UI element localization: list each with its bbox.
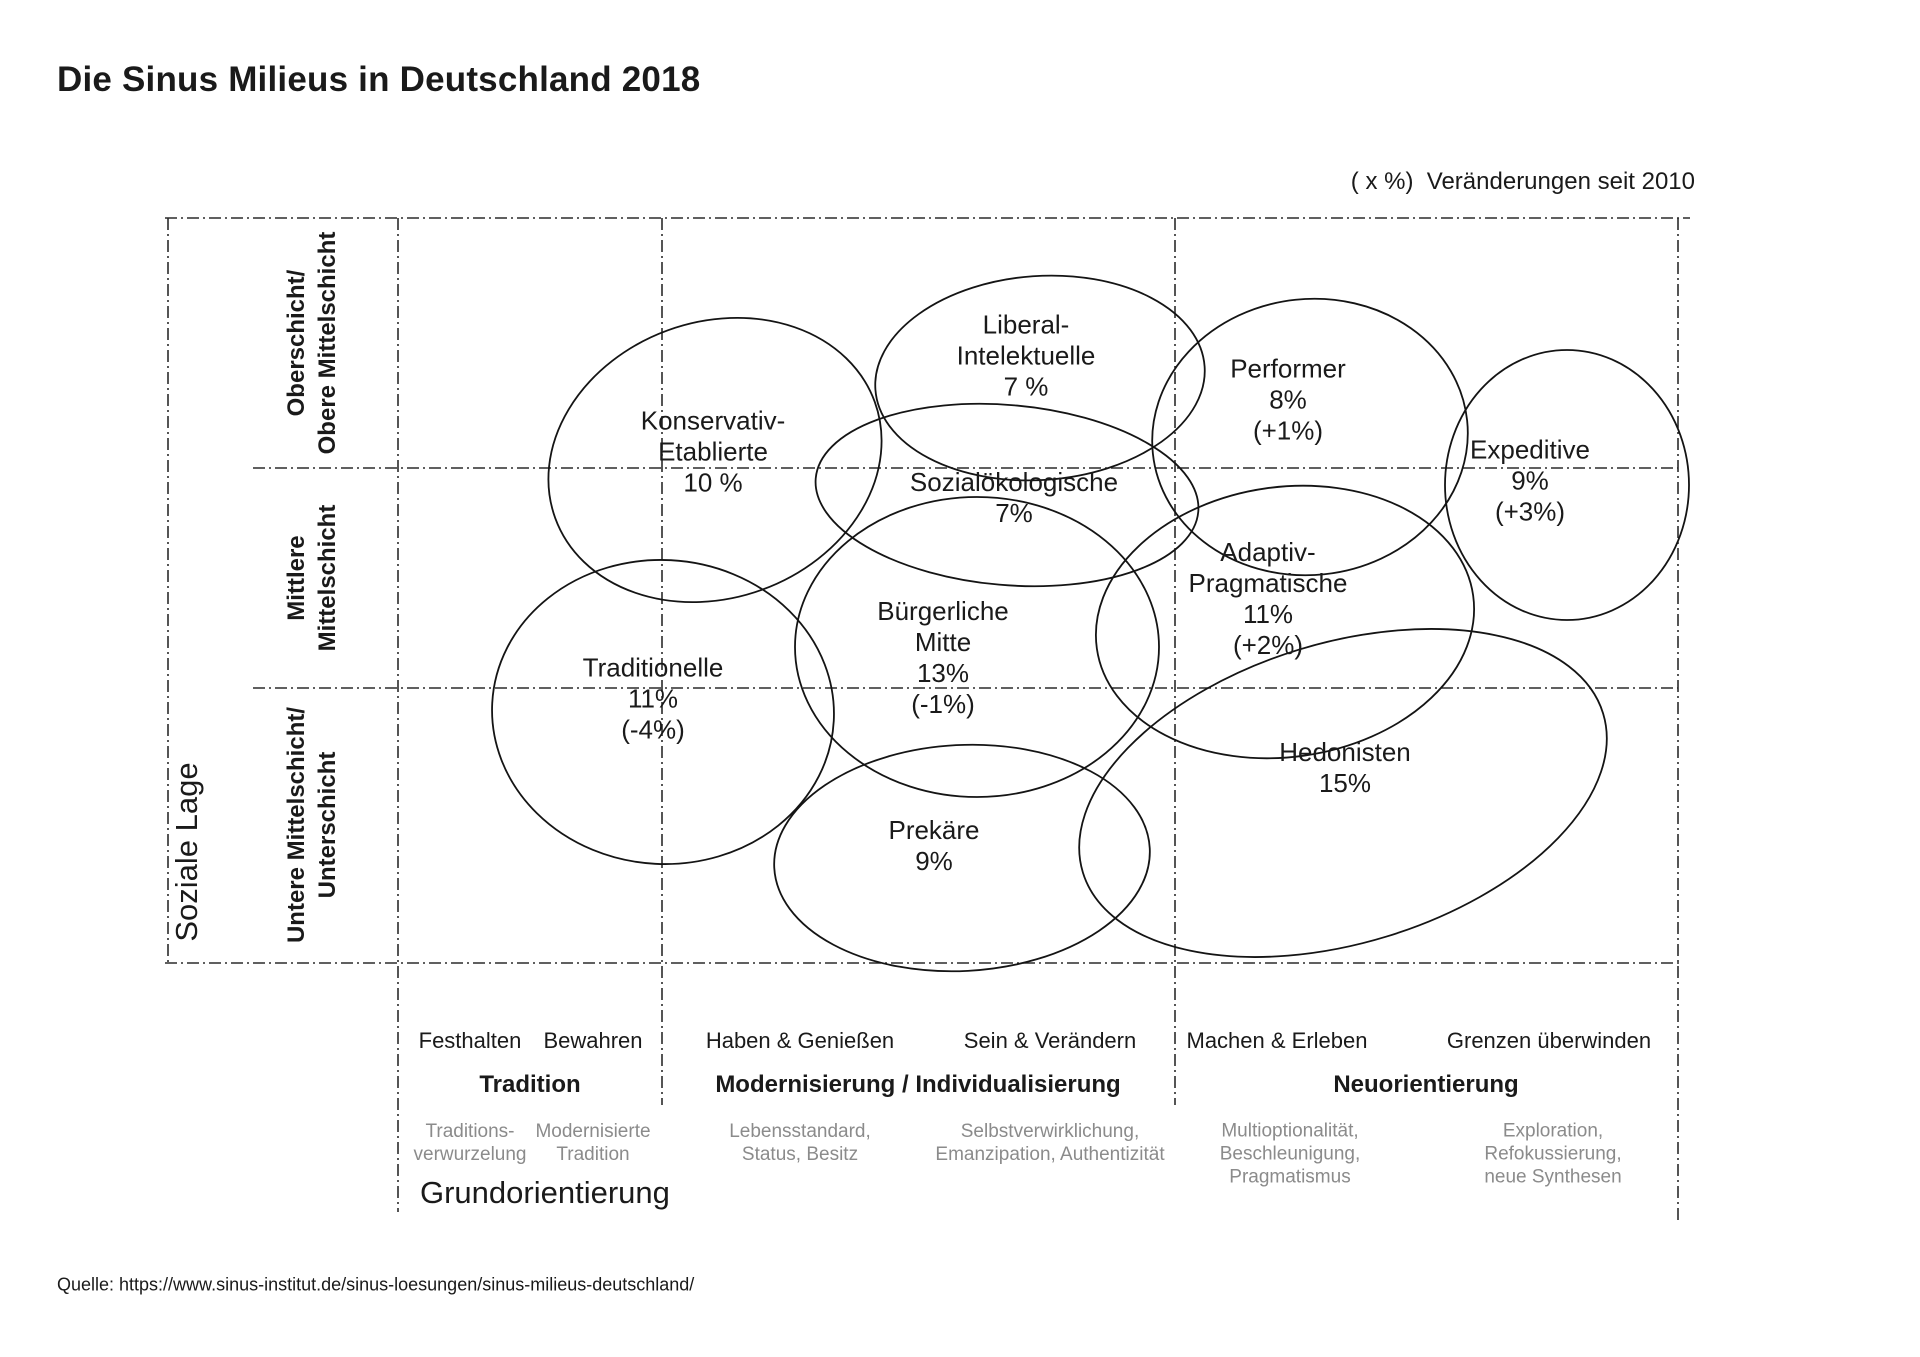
milieu-change: (+2%) [1232, 630, 1304, 660]
milieu-ellipse-expeditive [1444, 349, 1690, 621]
x-axis-descriptor-lebensstandard: Lebensstandard, Status, Besitz [729, 1121, 871, 1165]
page-title: Die Sinus Milieus in Deutschland 2018 [57, 60, 701, 99]
x-axis-value-bewahren: Bewahren [543, 1028, 643, 1053]
x-axis-descriptor-exploration: Exploration, Refokussierung, neue Synthe… [1484, 1120, 1622, 1188]
milieu-name: Liberal- Intelektuelle [956, 309, 1096, 371]
milieu-label-liberal-intelektuelle: Liberal- Intelektuelle 7 % [957, 310, 1096, 403]
x-axis-value-festhalten: Festhalten [418, 1028, 522, 1053]
milieu-ellipse-sozialoekologische [814, 402, 1200, 588]
x-axis-value-haben-geniessen: Haben & Genießen [705, 1028, 895, 1053]
milieu-name: Bürgerliche Mitte [877, 596, 1009, 657]
milieu-name: Sozialökologische [909, 467, 1119, 497]
milieu-label-adaptiv-pragmatische: Adaptiv- Pragmatische 11% (+2%) [1189, 537, 1348, 661]
legend-note: ( x %) Veränderungen seit 2010 [1350, 168, 1695, 195]
x-axis-label: Grundorientierung [420, 1175, 670, 1210]
milieu-label-expeditive: Expeditive 9% (+3%) [1470, 435, 1590, 528]
x-axis-value-sein-veraendern: Sein & Verändern [963, 1028, 1137, 1053]
milieu-name: Expeditive [1470, 434, 1590, 465]
milieu-share: 9% [1511, 465, 1549, 496]
source-line: Quelle: https://www.sinus-institut.de/si… [57, 1274, 695, 1295]
milieu-share: 10 % [683, 467, 743, 498]
milieu-name: Prekäre [888, 815, 980, 845]
milieu-ellipse-prekaere [773, 743, 1151, 973]
x-axis-descriptor-traditionsverwurzelung: Traditions- verwurzelung [413, 1121, 527, 1165]
x-axis-descriptor-multioptionalitaet: Multioptionalität, Beschleunigung, Pragm… [1219, 1120, 1361, 1188]
milieu-ellipse-adaptiv-pragmatische [1095, 484, 1475, 760]
milieu-label-buergerliche-mitte: Bürgerliche Mitte 13% (-1%) [877, 596, 1009, 720]
milieu-share: 8% [1269, 384, 1307, 415]
x-axis-descriptor-modernisierte-tradition: Modernisierte Tradition [535, 1121, 651, 1165]
x-axis-section-modernisierung: Modernisierung / Individualisierung [715, 1071, 1121, 1098]
milieu-share: 7 % [1003, 371, 1049, 402]
x-axis-value-grenzen-ueberwinden: Grenzen überwinden [1446, 1028, 1652, 1053]
milieu-change: (+3%) [1494, 496, 1566, 527]
milieu-share: 11% [1242, 599, 1294, 629]
milieu-label-traditionelle: Traditionelle 11% (-4%) [583, 653, 724, 746]
milieu-label-konservativ-etablierte: Konservativ- Etablierte 10 % [641, 406, 786, 499]
grid-lines [165, 217, 1690, 1220]
x-axis-descriptor-selbstverwirklichung: Selbstverwirklichung, Emanzipation, Auth… [935, 1121, 1165, 1165]
milieu-ellipse-performer [1151, 297, 1469, 577]
x-axis-section-neuorientierung: Neuorientierung [1333, 1071, 1519, 1098]
milieu-change: (+1%) [1252, 415, 1324, 446]
milieu-label-prekaere: Prekäre 9% [888, 815, 979, 877]
milieu-name: Konservativ- Etablierte [640, 405, 786, 467]
milieu-ellipses [491, 274, 1690, 973]
y-axis-level-mittlere-mittelschicht: Mittlere Mittelschicht [283, 504, 341, 652]
y-axis-level-untere-mittelschicht: Untere Mittelschicht/ Unterschicht [283, 706, 341, 944]
milieu-name: Performer [1230, 353, 1346, 384]
milieu-share: 9% [915, 846, 953, 876]
milieu-name: Hedonisten [1279, 737, 1411, 767]
milieu-ellipse-hedonisten [1078, 628, 1608, 958]
milieu-change: (-4%) [621, 714, 685, 745]
y-axis-label: Soziale Lage [169, 762, 204, 942]
milieu-change: (-1%) [911, 689, 975, 719]
milieu-label-performer: Performer 8% (+1%) [1230, 354, 1346, 447]
x-axis-value-machen-erleben: Machen & Erleben [1186, 1028, 1368, 1053]
milieu-share: 13% [916, 658, 970, 688]
milieu-label-sozialoekologische: Sozialökologische 7% [910, 467, 1118, 529]
x-axis-section-tradition: Tradition [479, 1071, 581, 1098]
milieu-share: 11% [627, 683, 679, 714]
milieu-label-hedonisten: Hedonisten 15% [1279, 737, 1411, 799]
milieu-share: 15% [1318, 768, 1372, 798]
milieu-ellipse-traditionelle [491, 559, 835, 865]
milieu-ellipse-liberal-intelektuelle [874, 274, 1206, 482]
milieu-name: Traditionelle [582, 652, 724, 683]
y-axis-level-oberschicht: Oberschicht/ Obere Mittelschicht [283, 231, 341, 455]
milieu-ellipse-buergerliche-mitte [794, 496, 1160, 798]
milieu-name: Adaptiv- Pragmatische [1188, 537, 1348, 598]
milieu-share: 7% [995, 498, 1033, 528]
